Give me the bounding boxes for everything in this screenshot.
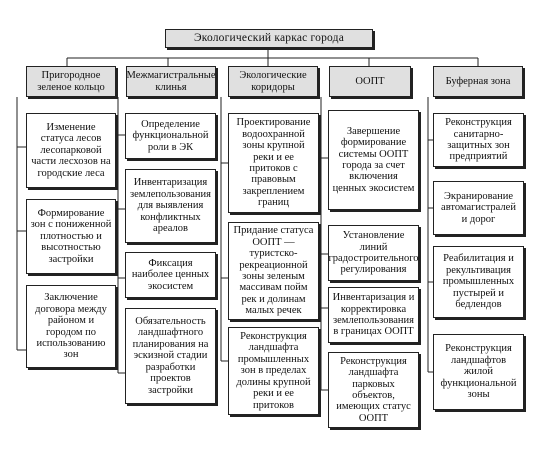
measure-box: Придание статуса ООПТ — туристско-рекреа… — [228, 222, 319, 320]
diagram-title: Экологический каркас города — [165, 29, 373, 48]
measure-box: Реконструкция ландшафтов жилой функциона… — [433, 334, 524, 410]
column-header-intermain-wedges: Межмагистральные клинья — [126, 66, 216, 97]
column-header-ecological-corridors: Экологические коридоры — [228, 66, 318, 97]
measure-box: Формирование зон с пониженной плотностью… — [26, 199, 116, 274]
column-header-protected-areas: ООПТ — [329, 66, 411, 97]
measure-box: Изменение статуса лесов лесопарковой час… — [26, 113, 116, 188]
measure-box: Инвентаризация и корректировка землеполь… — [328, 287, 419, 343]
measure-box: Заключение договора между районом и горо… — [26, 285, 116, 368]
measure-box: Проектирование водоохранной зоны крупной… — [228, 113, 319, 213]
measure-box: Реконструкция ландшафта парковых объекто… — [328, 352, 419, 428]
measure-box: Реабилитация и рекультивация промышленны… — [433, 246, 524, 318]
measure-box: Фиксация наиболее ценных экосистем — [125, 252, 216, 298]
measure-box: Обязательность ландшафтного планирования… — [125, 308, 216, 404]
measure-box: Определение функциональной роли в ЭК — [125, 113, 216, 159]
measure-box: Установление линий градостроительного ре… — [328, 225, 419, 281]
column-header-buffer-zone: Буферная зона — [433, 66, 523, 97]
column-header-suburban-green-belt: Пригородное зеленое кольцо — [26, 66, 116, 97]
measure-box: Экранирование автомагистралей и дорог — [433, 181, 524, 235]
measure-box: Реконструкция санитарно-защитных зон пре… — [433, 113, 524, 167]
measure-box: Инвентаризация землепользования для выяв… — [125, 169, 216, 243]
measure-box: Реконструкция ландшафта промышленных зон… — [228, 327, 319, 415]
measure-box: Завершение формирование системы ООПТ гор… — [328, 110, 419, 210]
